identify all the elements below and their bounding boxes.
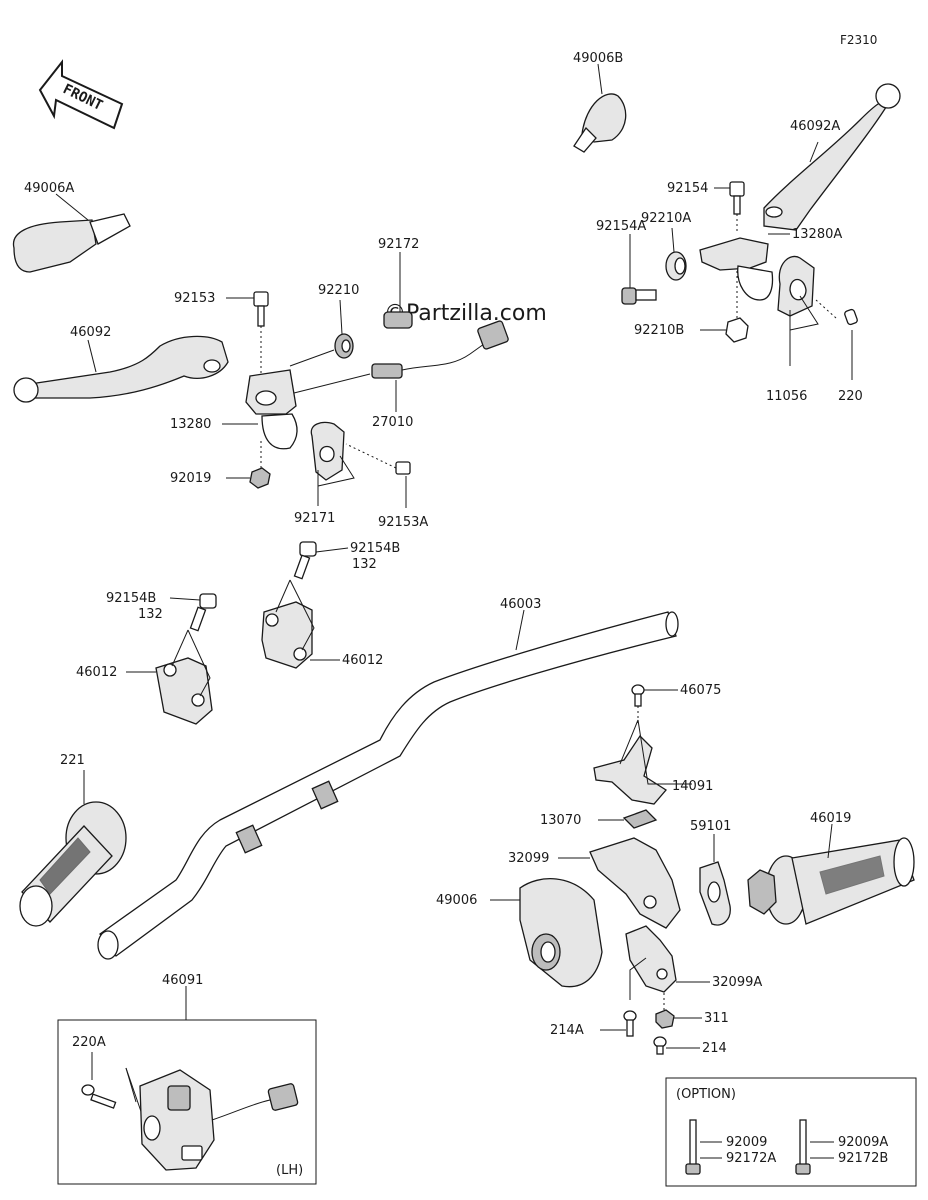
part-311[interactable] [655,1009,675,1029]
part-46012-right[interactable] [261,601,313,669]
part-49006b[interactable] [573,93,627,153]
label-220A: 220A [72,1035,106,1050]
part-46075[interactable] [19,801,127,927]
label-49006A: 49006A [24,181,74,196]
label-46012-right: 46012 [342,653,383,668]
label-92153A: 92153A [378,515,428,530]
part-92154b-right[interactable] [293,541,317,580]
label-92153: 92153 [174,291,215,306]
label-92171: 92171 [294,511,335,526]
label-13280A: 13280A [792,227,842,242]
label-311: 311 [704,1011,729,1026]
part-220[interactable] [815,299,858,326]
part-49006[interactable] [519,878,603,988]
label-49006: 49006 [436,893,477,908]
part-92019[interactable] [249,467,271,489]
lh-switch-box [57,1019,317,1185]
label-92154B-right: 92154B [350,541,400,556]
part-92009a[interactable] [795,1119,811,1175]
label-92210B: 92210B [634,323,684,338]
part-92210[interactable] [334,333,354,359]
part-92172[interactable] [383,311,413,329]
part-221[interactable] [631,684,645,707]
part-46012-left[interactable] [155,657,213,725]
label-46075: 221 [60,753,85,768]
part-46092[interactable] [13,335,229,403]
option-box [665,1077,917,1187]
label-92172: 92172 [378,237,419,252]
option-label-92009A: 92009A [838,1135,888,1150]
part-92154a[interactable] [621,287,657,305]
part-13280a[interactable] [699,237,774,301]
label-11056: 11056 [766,389,807,404]
part-14091[interactable] [593,734,667,805]
label-214A: 214A [550,1023,584,1038]
label-32099: 32099 [508,851,549,866]
part-46092a[interactable] [763,83,901,231]
part-13070[interactable] [622,809,658,829]
part-13280[interactable] [245,369,298,450]
part-46091[interactable] [139,1069,299,1171]
label-92154A: 92154A [596,219,646,234]
part-92210a[interactable] [665,251,687,281]
label-46012-left: 46012 [76,665,117,680]
part-92210b[interactable] [725,317,749,343]
label-13070: 13070 [540,813,581,828]
option-label-92172B: 92172B [838,1151,888,1166]
label-92210A: 92210A [641,211,691,226]
option-label-92172A: 92172A [726,1151,776,1166]
label-13280: 13280 [170,417,211,432]
option-box-title: (OPTION) [676,1087,736,1102]
part-27010[interactable] [371,320,509,379]
label-49006B: 49006B [573,51,623,66]
figure-code: F2310 [840,33,877,47]
label-132-left: 132 [138,607,163,622]
label-92019: 92019 [170,471,211,486]
lh-box-label: (LH) [276,1163,303,1178]
label-46092A: 46092A [790,119,840,134]
part-214[interactable] [653,1036,667,1055]
label-59101: 59101 [690,819,731,834]
label-132-right: 132 [352,557,377,572]
label-46091: 46091 [162,973,203,988]
part-32099[interactable] [589,837,681,929]
part-92154[interactable] [729,181,745,215]
part-92153a[interactable] [345,443,411,475]
label-46003: 46003 [500,597,541,612]
part-92009[interactable] [685,1119,701,1175]
label-27010: 27010 [372,415,413,430]
part-11056[interactable] [777,255,815,317]
label-92154B-left: 92154B [106,591,156,606]
label-14091: 14091 [672,779,713,794]
part-92153[interactable] [253,291,269,327]
label-92154: 92154 [667,181,708,196]
part-46003[interactable] [97,611,679,960]
part-46019[interactable] [747,837,915,925]
part-92171[interactable] [310,421,345,481]
part-92154b-left[interactable] [189,593,217,632]
part-214a[interactable] [623,1010,637,1037]
part-49006a[interactable] [12,213,131,273]
label-220: 220 [838,389,863,404]
label-221: 46075 [680,683,721,698]
label-46019: 46019 [810,811,851,826]
part-59101[interactable] [699,861,731,926]
part-32099a[interactable] [625,925,677,993]
label-32099A: 32099A [712,975,762,990]
part-220a[interactable] [81,1084,117,1109]
label-46092: 46092 [70,325,111,340]
label-92210: 92210 [318,283,359,298]
label-214: 214 [702,1041,727,1056]
front-arrow-icon: FRONT [38,59,124,130]
option-label-92009: 92009 [726,1135,767,1150]
